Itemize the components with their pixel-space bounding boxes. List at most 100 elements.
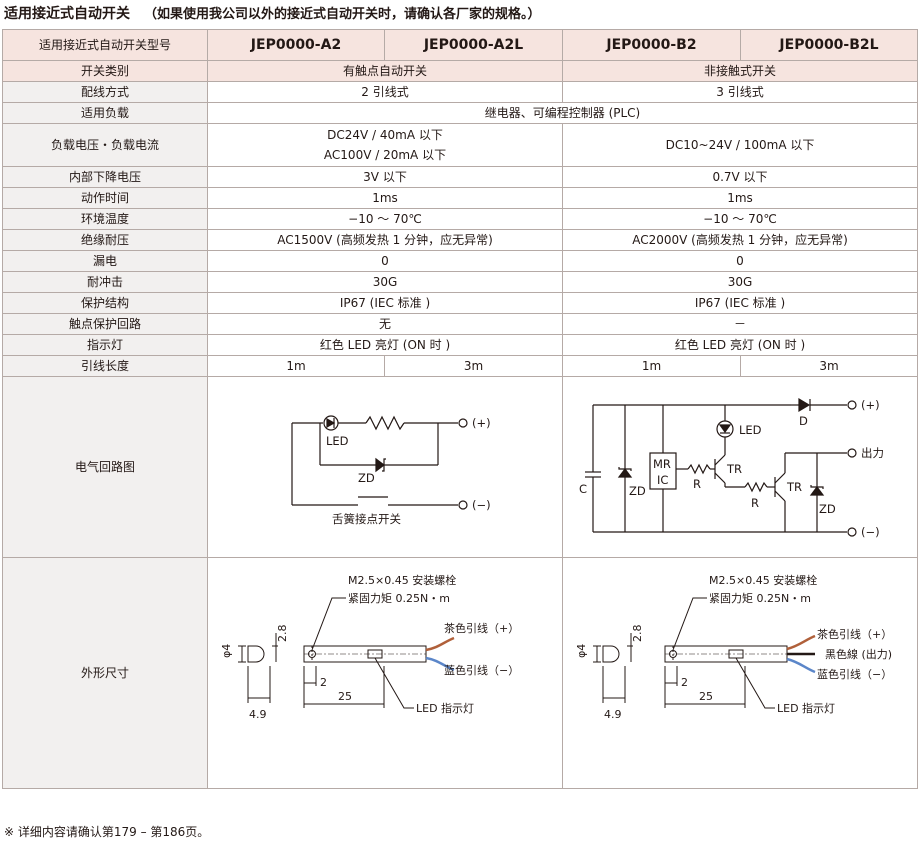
circuit-diagram-b: (+) 出力 (−) LED D MR IC TR TR R R C ZD ZD: [579, 397, 884, 539]
cell-value: 有触点自动开关: [207, 60, 563, 82]
cell-value: 1m: [207, 355, 385, 377]
dim-a-wire-brown: 茶色引线（+）: [444, 621, 519, 635]
row-label: 指示灯: [2, 334, 208, 356]
voltage-a-line1: DC24V / 40mA 以下: [327, 128, 443, 142]
cell-value: 红色 LED 亮灯 (ON 时 ): [207, 334, 563, 356]
dim-a-25: 25: [338, 690, 352, 703]
dim-a-screw: M2.5×0.45 安装螺栓: [348, 573, 456, 587]
model-a2: JEP0000-A2: [207, 29, 385, 61]
label-d: D: [799, 414, 808, 428]
dim-a-height: 2.8: [276, 625, 289, 643]
label-minus-b: (−): [861, 525, 880, 539]
cell-value: 0: [207, 250, 563, 272]
dim-a-2: 2: [320, 676, 327, 689]
header-label: 适用接近式自动开关型号: [2, 29, 208, 61]
row-label: 保护结构: [2, 292, 208, 314]
outline-cell-a: M2.5×0.45 安装螺栓 紧固力矩 0.25N・m 茶色引线（+） 蓝色引线…: [207, 557, 563, 789]
outline-drawing-b: M2.5×0.45 安装螺栓 紧固力矩 0.25N・m 茶色引线（+） 黑色線 …: [575, 573, 892, 721]
table-row: 动作时间 1ms 1ms: [2, 187, 918, 209]
table-row: 触点保护回路 无 －: [2, 313, 918, 335]
table-row: 配线方式 2 引线式 3 引线式: [2, 81, 918, 103]
dim-b-wire-brown: 茶色引线（+）: [817, 627, 892, 641]
table-row: 保护结构 IP67 (IEC 标准 ) IP67 (IEC 标准 ): [2, 292, 918, 314]
row-label: 动作时间: [2, 187, 208, 209]
model-b2l: JEP0000-B2L: [740, 29, 918, 61]
table-row: 指示灯 红色 LED 亮灯 (ON 时 ) 红色 LED 亮灯 (ON 时 ): [2, 334, 918, 356]
table-row: 引线长度 1m 3m 1m 3m: [2, 355, 918, 377]
cell-value: 非接触式开关: [562, 60, 918, 82]
cell-value: 0.7V 以下: [562, 166, 918, 188]
row-label: 内部下降电压: [2, 166, 208, 188]
table-row: 环境温度 −10 ～ 70℃ −10 ～ 70℃: [2, 208, 918, 230]
table-row: 内部下降电压 3V 以下 0.7V 以下: [2, 166, 918, 188]
cell-value: 3 引线式: [562, 81, 918, 103]
cell-value: IP67 (IEC 标准 ): [207, 292, 563, 314]
row-label: 配线方式: [2, 81, 208, 103]
cell-value: 0: [562, 250, 918, 272]
cell-value: AC2000V (高频发热 1 分钟，应无异常): [562, 229, 918, 251]
row-label: 适用负载: [2, 102, 208, 124]
model-a2l: JEP0000-A2L: [384, 29, 563, 61]
spec-table: 适用接近式自动开关型号 JEP0000-A2 JEP0000-A2L JEP00…: [2, 29, 918, 789]
table-row: 适用负载 继电器、可编程控制器 (PLC): [2, 102, 918, 124]
dim-b-phi: φ4: [575, 644, 588, 658]
dim-b-screw: M2.5×0.45 安装螺栓: [709, 573, 817, 587]
label-zd-a: ZD: [358, 471, 375, 485]
label-ic: IC: [657, 473, 668, 487]
dim-b-led: LED 指示灯: [777, 701, 835, 715]
circuit-cell-b: (+) 出力 (−) LED D MR IC TR TR R R C ZD ZD: [562, 376, 918, 558]
cell-value: DC24V / 40mA 以下 AC100V / 20mA 以下: [207, 123, 563, 167]
label-zd2: ZD: [819, 502, 836, 516]
row-label: 环境温度: [2, 208, 208, 230]
label-r2: R: [751, 496, 759, 510]
dim-a-torque: 紧固力矩 0.25N・m: [348, 592, 450, 605]
cell-value: 2 引线式: [207, 81, 563, 103]
label-led-b: LED: [739, 423, 762, 437]
dim-a-led: LED 指示灯: [416, 701, 474, 715]
label-led-a: LED: [326, 434, 349, 448]
page-title: 适用接近式自动开关 （如果使用我公司以外的接近式自动开关时，请确认各厂家的规格。）: [4, 3, 541, 25]
label-out-b: 出力: [861, 446, 884, 460]
row-label: 漏电: [2, 250, 208, 272]
cell-value: －: [562, 313, 918, 335]
label-tr2: TR: [786, 480, 802, 494]
outline-drawing-a: M2.5×0.45 安装螺栓 紧固力矩 0.25N・m 茶色引线（+） 蓝色引线…: [220, 573, 519, 721]
dim-b-wire-black: 黑色線 (出力): [825, 647, 892, 661]
model-b2: JEP0000-B2: [562, 29, 741, 61]
table-row: 开关类别 有触点自动开关 非接触式开关: [2, 60, 918, 82]
cell-value: IP67 (IEC 标准 ): [562, 292, 918, 314]
row-label: 触点保护回路: [2, 313, 208, 335]
dim-b-2: 2: [681, 676, 688, 689]
label-zd1: ZD: [629, 484, 646, 498]
dim-b-torque: 紧固力矩 0.25N・m: [709, 592, 811, 605]
table-row: 绝缘耐压 AC1500V (高频发热 1 分钟，应无异常) AC2000V (高…: [2, 229, 918, 251]
cell-value: 30G: [207, 271, 563, 293]
table-row: 耐冲击 30G 30G: [2, 271, 918, 293]
cell-value: 30G: [562, 271, 918, 293]
cell-value: 3V 以下: [207, 166, 563, 188]
voltage-a-line2: AC100V / 20mA 以下: [323, 148, 447, 162]
dim-a-wire-blue: 蓝色引线（−）: [444, 663, 519, 677]
dim-b-height: 2.8: [631, 625, 644, 643]
table-row: 漏电 0 0: [2, 250, 918, 272]
table-row-circuit: 电气回路图: [2, 376, 918, 558]
label-plus-b: (+): [861, 398, 880, 412]
cell-value: 3m: [740, 355, 918, 377]
label-minus-a: (−): [472, 498, 491, 512]
cell-value: 1ms: [562, 187, 918, 209]
row-label: 负载电压・负载电流: [2, 123, 208, 167]
dim-a-width: 4.9: [249, 708, 267, 721]
label-reed: 舌簧接点开关: [332, 512, 401, 526]
label-tr1: TR: [726, 462, 742, 476]
cell-value: 1ms: [207, 187, 563, 209]
table-row-outline: 外形尺寸: [2, 557, 918, 789]
label-c: C: [579, 482, 587, 496]
row-label: 耐冲击: [2, 271, 208, 293]
title-main: 适用接近式自动开关: [4, 6, 130, 22]
table-row: 负载电压・负载电流 DC24V / 40mA 以下 AC100V / 20mA …: [2, 123, 918, 167]
dim-a-phi: φ4: [220, 644, 233, 658]
label-mr: MR: [653, 457, 671, 471]
outline-cell-b: M2.5×0.45 安装螺栓 紧固力矩 0.25N・m 茶色引线（+） 黑色線 …: [562, 557, 918, 789]
title-note: （如果使用我公司以外的接近式自动开关时，请确认各厂家的规格。）: [144, 7, 541, 22]
dim-b-width: 4.9: [604, 708, 622, 721]
